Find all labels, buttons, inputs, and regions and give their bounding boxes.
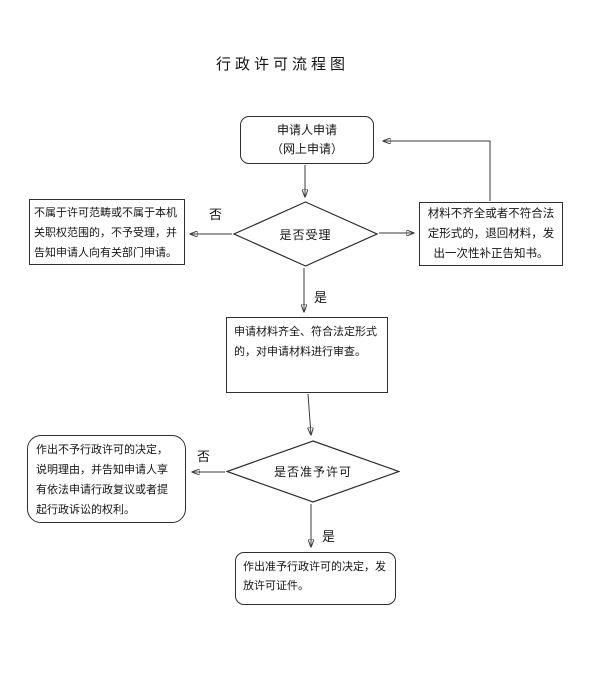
label-grant-no: 否 bbox=[197, 449, 211, 464]
deny-decision-node: 作出不予行政许可的决定， 说明理由，并告知申请人享 有依法申请行政复议或者提 起… bbox=[27, 435, 186, 523]
grant-decision-node: 作出准予行政许可的决定，发 放许可证件。 bbox=[235, 552, 396, 605]
decision-accept-label: 是否受理 bbox=[279, 227, 332, 242]
label-accept-yes: 是 bbox=[314, 290, 328, 305]
label-accept-no: 否 bbox=[209, 207, 223, 222]
diamond-shape bbox=[226, 440, 400, 503]
diagram-title: 行政许可流程图 bbox=[216, 57, 350, 73]
start-node: 申请人申请 （网上申请） bbox=[240, 116, 374, 164]
decision-accept-node: 是否受理 bbox=[233, 201, 378, 267]
diamond-shape bbox=[233, 201, 378, 267]
reject-notice-node: 不属于许可范畴或不属于本机 关职权范围的，不予受理，并 告知申请人向有关部门申请… bbox=[29, 199, 185, 265]
arrow-supplement-feedback-to-start bbox=[383, 141, 491, 201]
arrow-review-to-decision2 bbox=[308, 393, 311, 435]
supplement-notice-node: 材料不齐全或者不符合法 定形式的，退回材料，发 出一次性补正告知书。 bbox=[419, 202, 563, 266]
decision-grant-node: 是否准予许可 bbox=[226, 440, 400, 503]
review-node: 申请材料齐全、符合法定形式 的，对申请材料进行审查。 bbox=[226, 317, 388, 393]
label-grant-yes: 是 bbox=[322, 529, 336, 544]
decision-grant-label: 是否准予许可 bbox=[273, 465, 352, 479]
